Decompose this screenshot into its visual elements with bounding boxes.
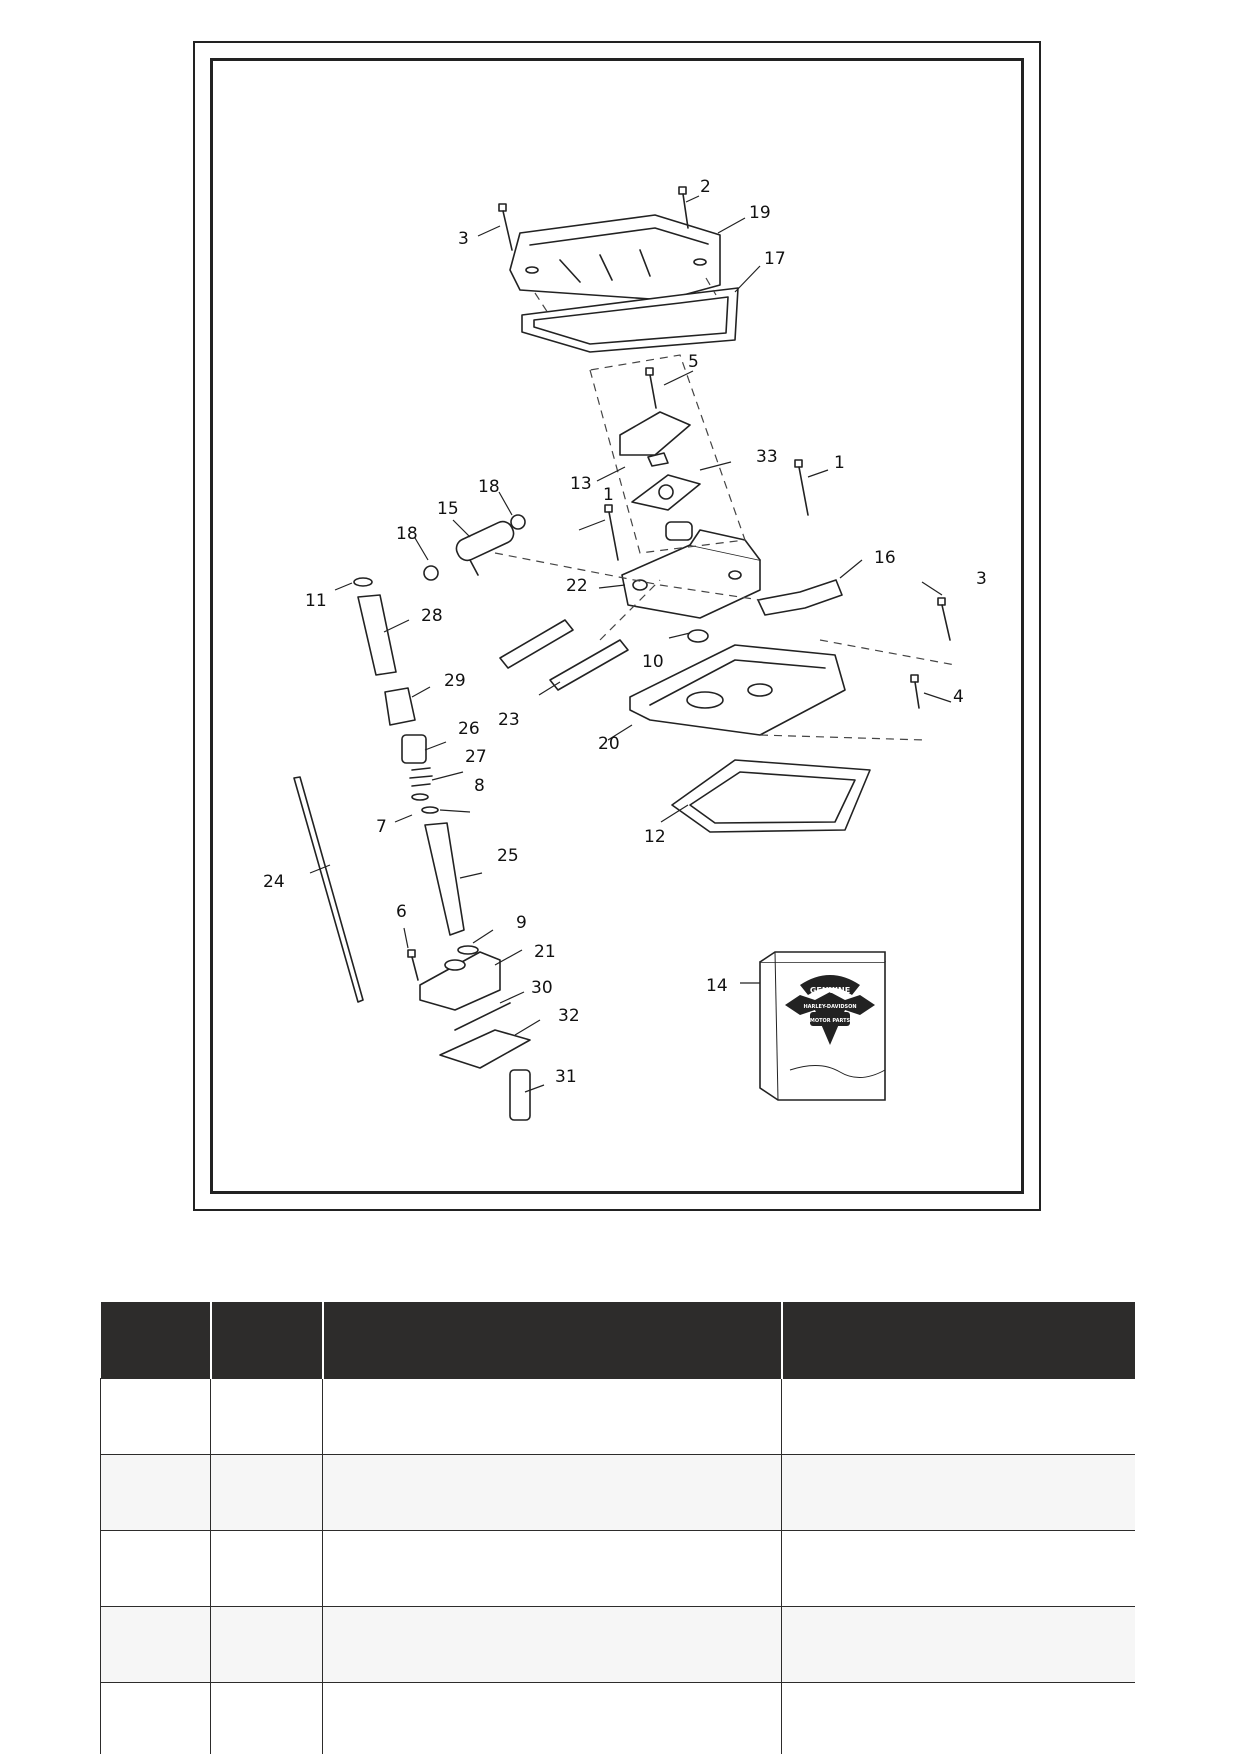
rocker-housing-part bbox=[629, 644, 846, 736]
parts-table bbox=[100, 1302, 1135, 1754]
rocker-support-plate-part bbox=[621, 529, 761, 619]
callout-labels: 1 1 2 3 3 4 5 6 7 8 9 10 11 12 13 14 15 … bbox=[263, 177, 987, 1087]
table-cell bbox=[100, 1378, 211, 1455]
callout-10: 10 bbox=[642, 652, 664, 672]
bolt-part bbox=[498, 186, 689, 251]
rocker-arm-16-part bbox=[757, 579, 843, 616]
table-cell bbox=[100, 1606, 211, 1683]
logo-genuine-text: GENUINE bbox=[810, 986, 850, 995]
callout-11: 11 bbox=[305, 591, 327, 611]
pushrod-cover-assembly-part bbox=[353, 577, 479, 955]
table-cell bbox=[100, 1530, 211, 1607]
callout-7: 7 bbox=[376, 817, 387, 837]
table-header-cell bbox=[322, 1302, 783, 1379]
table-header-row bbox=[100, 1302, 1135, 1379]
callout-28: 28 bbox=[421, 606, 443, 626]
callout-15: 15 bbox=[437, 499, 459, 519]
callout-14: 14 bbox=[706, 976, 728, 996]
table-cell bbox=[210, 1378, 323, 1455]
table-header-cell bbox=[210, 1302, 324, 1379]
callout-3: 3 bbox=[976, 569, 987, 589]
callout-17: 17 bbox=[764, 249, 786, 269]
callout-30: 30 bbox=[531, 978, 553, 998]
table-header-cell bbox=[781, 1302, 1135, 1379]
callout-3: 3 bbox=[458, 229, 469, 249]
callout-33: 33 bbox=[756, 447, 778, 467]
callout-27: 27 bbox=[465, 747, 487, 767]
parts-book: GENUINE HARLEY-DAVIDSON MOTOR PARTS bbox=[759, 951, 886, 1101]
table-cell bbox=[322, 1530, 782, 1607]
table-cell bbox=[322, 1606, 782, 1683]
callout-25: 25 bbox=[497, 846, 519, 866]
callout-1: 1 bbox=[834, 453, 845, 473]
callout-29: 29 bbox=[444, 671, 466, 691]
callout-21: 21 bbox=[534, 942, 556, 962]
table-row bbox=[100, 1682, 1135, 1754]
logo-brand-text: HARLEY-DAVIDSON bbox=[803, 1004, 856, 1010]
table-row bbox=[100, 1378, 1135, 1455]
callout-18: 18 bbox=[396, 524, 418, 544]
table-cell bbox=[100, 1454, 211, 1531]
callout-23: 23 bbox=[498, 710, 520, 730]
callout-19: 19 bbox=[749, 203, 771, 223]
callout-20: 20 bbox=[598, 734, 620, 754]
table-cell bbox=[210, 1454, 323, 1531]
callout-26: 26 bbox=[458, 719, 480, 739]
table-row bbox=[100, 1530, 1135, 1607]
harley-davidson-logo: GENUINE HARLEY-DAVIDSON MOTOR PARTS bbox=[785, 975, 875, 1045]
rocker-cover-part bbox=[509, 214, 721, 301]
callout-4: 4 bbox=[953, 687, 964, 707]
pushrod-part bbox=[293, 776, 364, 1003]
table-header-cell bbox=[100, 1302, 212, 1379]
callout-31: 31 bbox=[555, 1067, 577, 1087]
table-cell bbox=[210, 1530, 323, 1607]
exploded-parts-diagram: GENUINE HARLEY-DAVIDSON MOTOR PARTS 1 1 … bbox=[263, 177, 987, 1121]
callout-6: 6 bbox=[396, 902, 407, 922]
table-row bbox=[100, 1606, 1135, 1683]
table-cell bbox=[210, 1682, 323, 1754]
table-cell bbox=[210, 1606, 323, 1683]
table-cell bbox=[781, 1454, 1135, 1531]
callout-32: 32 bbox=[558, 1006, 580, 1026]
callout-22: 22 bbox=[566, 576, 588, 596]
table-cell bbox=[322, 1378, 782, 1455]
callout-12: 12 bbox=[644, 827, 666, 847]
table-cell bbox=[781, 1682, 1135, 1754]
callout-16: 16 bbox=[874, 548, 896, 568]
table-cell bbox=[100, 1682, 211, 1754]
table-cell bbox=[322, 1682, 782, 1754]
callout-8: 8 bbox=[474, 776, 485, 796]
callout-9: 9 bbox=[516, 913, 527, 933]
callout-13: 13 bbox=[570, 474, 592, 494]
table-cell bbox=[781, 1530, 1135, 1607]
callout-24: 24 bbox=[263, 872, 285, 892]
callout-2: 2 bbox=[700, 177, 711, 197]
table-cell bbox=[781, 1378, 1135, 1455]
breather-cover-part bbox=[619, 411, 691, 456]
table-cell bbox=[781, 1606, 1135, 1683]
callout-5: 5 bbox=[688, 352, 699, 372]
table-row bbox=[100, 1454, 1135, 1531]
diagram-inner-border bbox=[210, 58, 1024, 1194]
parts-table-wrapper bbox=[100, 1302, 1135, 1754]
table-cell bbox=[322, 1454, 782, 1531]
lifter-block-part bbox=[419, 951, 501, 1011]
logo-motor-parts-text: MOTOR PARTS bbox=[810, 1018, 851, 1024]
callout-1: 1 bbox=[603, 485, 614, 505]
callout-18: 18 bbox=[478, 477, 500, 497]
rocker-arm-part bbox=[455, 520, 515, 576]
